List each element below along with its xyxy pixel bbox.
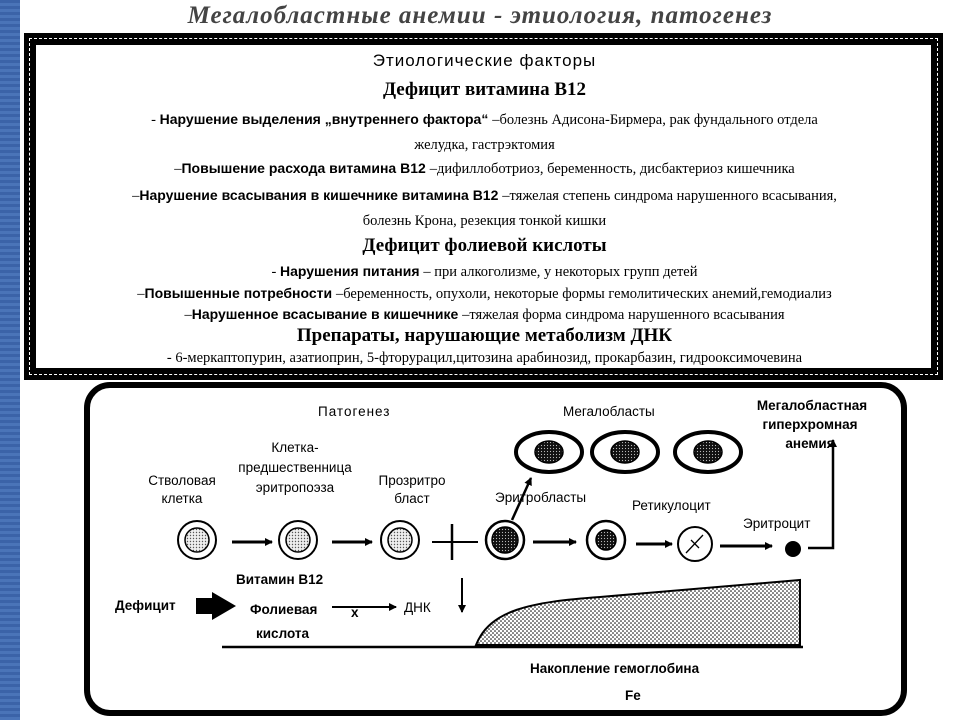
b12-item-1-dash: - (151, 112, 160, 128)
hemoglobin-curve (474, 578, 801, 646)
b12-item-3-dash: – (132, 188, 140, 204)
vitamin-b12-label: Витамин В12 (236, 572, 323, 587)
folate-deficit-heading: Дефицит фолиевой кислоты (362, 235, 607, 256)
b12-item-3-bold: Нарушение всасывания в кишечнике витамин… (139, 187, 503, 203)
reticulocyte-cell (677, 526, 713, 562)
b12-item-3-text: –тяжелая степень синдрома нарушенного вс… (502, 188, 837, 204)
folate-item-2: –Повышенные потребности –беременность, о… (36, 285, 933, 303)
folic-acid-label-line2: кислота (256, 626, 309, 641)
pathogenesis-heading: Патогенез (318, 404, 390, 419)
anemia-label-line2: гиперхромная (762, 417, 857, 432)
stem-cell-label-line1: Стволовая (148, 473, 216, 488)
folate-item-2-text: –беременность, опухоли, некоторые формы … (335, 286, 832, 302)
deficit-arrow (196, 592, 236, 620)
folate-item-1-text: – при алкоголизме, у некоторых групп дет… (423, 264, 698, 280)
etiology-panel: Этиологические факторы Дефицит витамина … (24, 33, 943, 380)
stem-cell-label-line2: клетка (162, 491, 203, 506)
slide-sidebar (0, 0, 20, 720)
folate-item-1-dash: - (271, 264, 280, 280)
folic-acid-label-line1: Фолиевая (250, 602, 317, 617)
b12-item-2: –Повышение расхода витамина В12 –дифилло… (36, 160, 933, 178)
erythroblasts-label: Эритробласты (495, 490, 586, 505)
etiology-heading: Этиологические факторы (372, 51, 597, 70)
b12-deficit-heading: Дефицит витамина В12 (382, 79, 587, 100)
anemia-label-line1: Мегалобластная (757, 398, 867, 413)
arrow-to-megaloblasts (510, 477, 533, 521)
b12-item-2-dash: – (174, 161, 182, 177)
slide-title: Мегалобластные анемии - этиология, патог… (187, 2, 773, 29)
b12-item-1-cont: желудка, гастрэктомия (36, 137, 933, 154)
fe-label: Fe (625, 688, 641, 703)
megaloblast-cell (514, 430, 584, 474)
b12-item-3-cont-text: болезнь Крона, резекция тонкой кишки (362, 213, 607, 229)
arrow-to-anemia (808, 439, 837, 550)
erythrocyte-cell (785, 541, 801, 557)
folate-item-1: - Нарушения питания – при алкоголизме, у… (36, 263, 933, 281)
megaloblast-cell (590, 430, 660, 474)
b12-item-1: - Нарушение выделения „внутреннего факто… (36, 111, 933, 129)
folate-item-1-bold: Нарушения питания (279, 263, 424, 279)
b12-item-3-cont: болезнь Крона, резекция тонкой кишки (36, 213, 933, 230)
dna-label: ДНК (404, 600, 431, 615)
anemia-label-line3: анемия (785, 436, 834, 451)
megaloblasts-label: Мегалобласты (563, 404, 655, 419)
hemoglobin-label: Накопление гемоглобина (530, 661, 700, 676)
erythroblast-cell (484, 519, 526, 561)
b12-item-3: –Нарушение всасывания в кишечнике витами… (36, 187, 933, 205)
reticulocyte-label: Ретикулоцит (632, 498, 711, 513)
b12-item-1-bold: Нарушение выделения „внутреннего фактора… (159, 111, 493, 127)
folate-item-2-bold: Повышенные потребности (144, 285, 336, 301)
proerythroblast-label-line2: бласт (394, 491, 429, 506)
b12-item-2-bold: Повышение расхода витамина В12 (181, 160, 430, 176)
proerythroblast-label-line1: Прозритро (378, 473, 445, 488)
folate-item-3-text: –тяжелая форма синдрома нарушенного всас… (462, 307, 785, 323)
etiology-panel-inner: Этиологические факторы Дефицит витамина … (35, 44, 932, 369)
erythroblast-late-cell (585, 519, 627, 561)
b12-item-1-text: –болезнь Адисона-Бирмера, рак фундальног… (492, 112, 818, 128)
drugs-text: - 6-меркаптопурин, азатиоприн, 5-фторура… (166, 350, 803, 366)
stem-cell (177, 520, 217, 560)
b12-item-2-text: –дифиллоботриоз, беременность, дисбактер… (429, 161, 795, 177)
folate-item-2-dash: – (137, 286, 145, 302)
megaloblast-cell (673, 430, 743, 474)
proerythroblast-cell (380, 520, 420, 560)
progenitor-label-line1: Клетка- (271, 440, 318, 455)
drugs-heading: Препараты, нарушающие метаболизм ДНК (296, 325, 673, 346)
folate-item-3-dash: – (184, 307, 192, 323)
block-cross-icon: x (351, 605, 359, 620)
progenitor-label-line3: эритропоэза (256, 480, 335, 495)
progenitor-label-line2: предшественница (238, 460, 352, 475)
b12-item-1-cont-text: желудка, гастрэктомия (414, 137, 555, 153)
folate-item-3-bold: Нарушенное всасывание в кишечнике (191, 306, 463, 322)
deficit-label: Дефицит (115, 598, 176, 613)
erythrocyte-label: Эритроцит (743, 516, 810, 531)
folate-item-3: –Нарушенное всасывание в кишечнике –тяже… (36, 306, 933, 324)
progenitor-cell (278, 520, 318, 560)
